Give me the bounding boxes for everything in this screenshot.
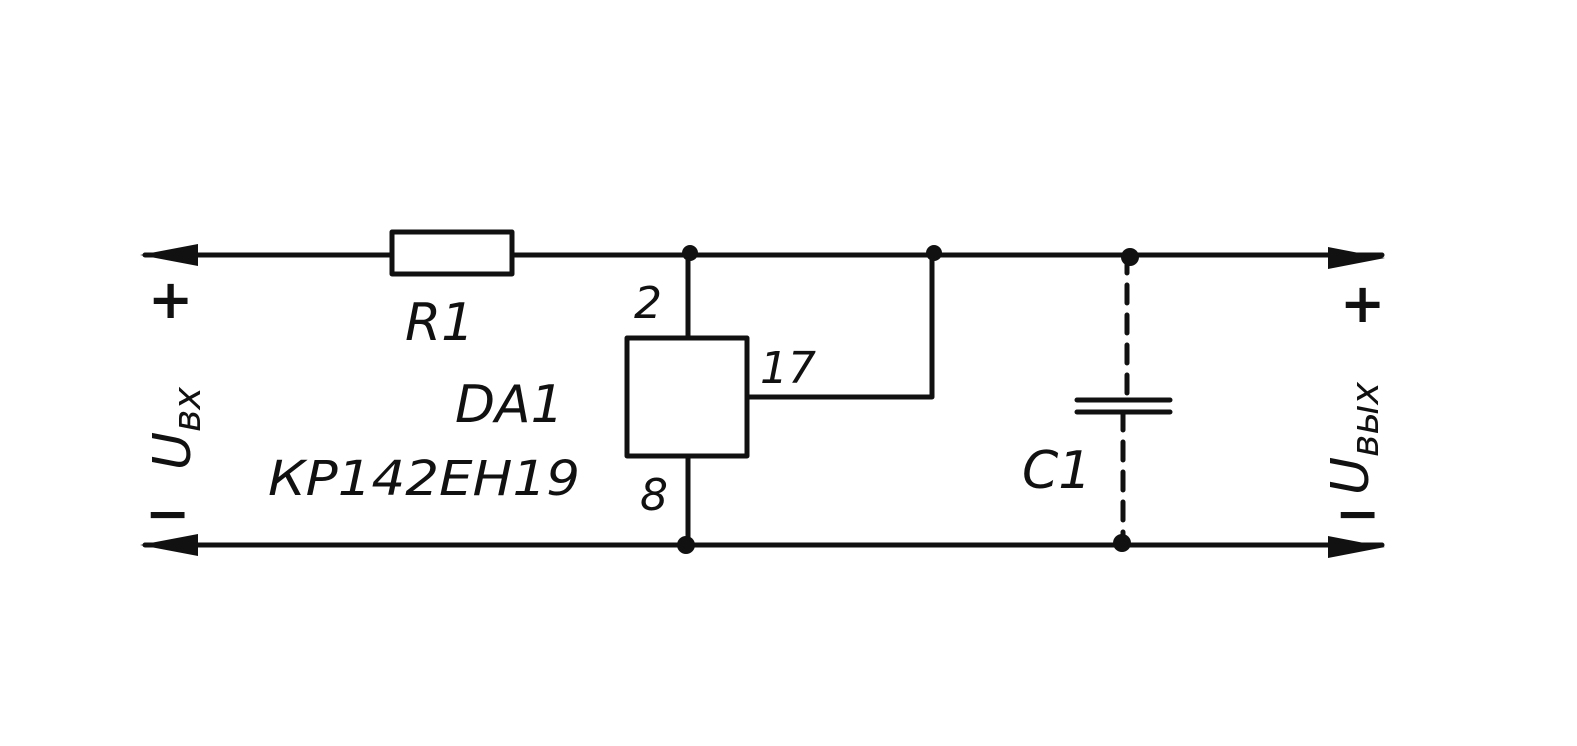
input-plus-sign: + [148, 268, 193, 331]
output-minus-terminal-arrow [1328, 536, 1385, 558]
junction-dot-c1-top [1121, 248, 1139, 266]
input-plus-terminal-arrow [140, 244, 198, 266]
pin-17-label: 17 [760, 343, 816, 394]
output-voltage-label: Uвых [1321, 382, 1387, 495]
svg-text:Uвых: Uвых [1321, 382, 1387, 495]
input-voltage-label: Uвх [143, 387, 209, 470]
input-voltage-u: U [143, 432, 203, 470]
svg-text:Uвх: Uвх [143, 387, 209, 470]
da1-label: DA1 [455, 375, 564, 435]
input-minus-terminal-arrow [140, 534, 198, 556]
input-voltage-sub: вх [165, 387, 209, 432]
r1-label: R1 [405, 293, 474, 353]
junction-dot-r1-da1 [682, 245, 698, 261]
output-minus-sign: − [1335, 482, 1380, 545]
pin-8-label: 8 [640, 470, 668, 521]
junction-dot-pin17 [926, 245, 942, 261]
junction-dot-pin8 [677, 536, 695, 554]
da1-part-label: КР142ЕН19 [268, 451, 580, 507]
capacitor-c1 [1074, 252, 1173, 548]
junction-dot-c1-bottom [1113, 534, 1131, 552]
output-plus-sign: + [1340, 272, 1385, 335]
output-plus-terminal-arrow [1328, 247, 1385, 269]
regulator-da1 [624, 335, 750, 459]
pin-2-label: 2 [634, 278, 662, 329]
input-minus-sign: − [145, 482, 190, 545]
c1-label: C1 [1022, 441, 1091, 501]
output-voltage-u: U [1321, 457, 1381, 495]
output-voltage-sub: вых [1343, 382, 1387, 457]
resistor-r1 [389, 229, 515, 277]
pin-17-lead [744, 252, 935, 400]
